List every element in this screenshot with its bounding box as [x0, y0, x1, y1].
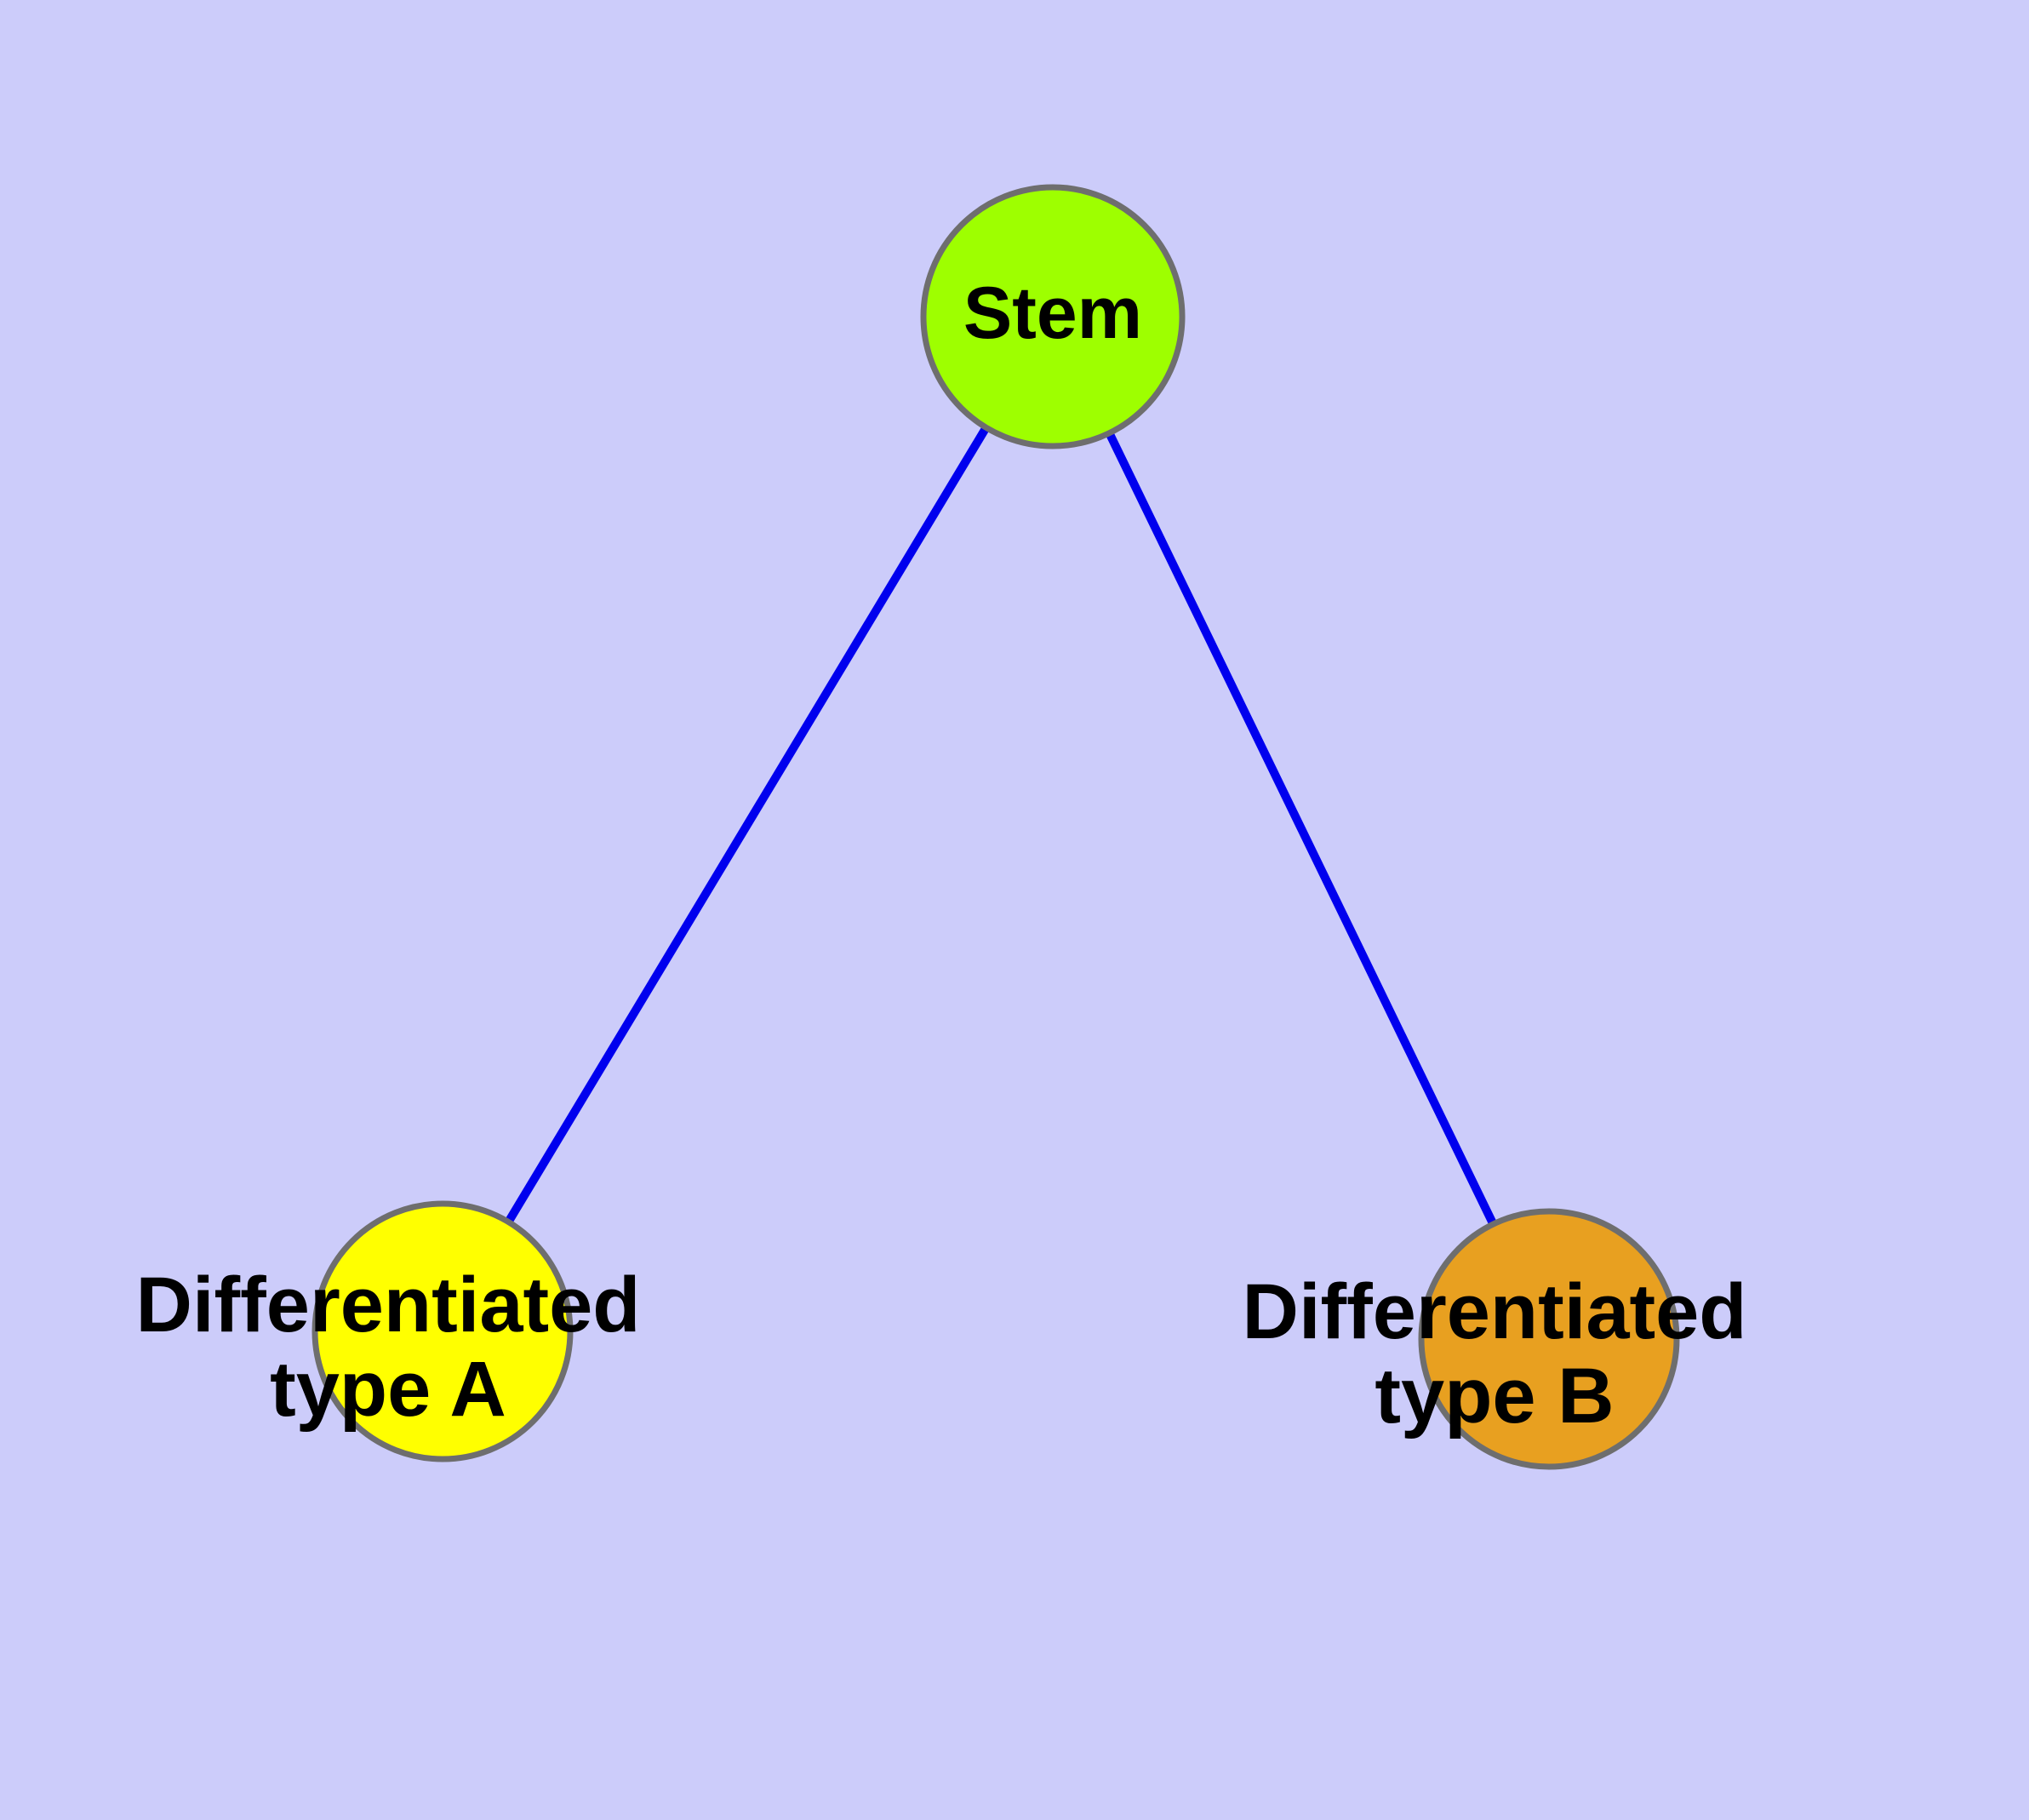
- node-diff-b[interactable]: [1418, 1208, 1680, 1470]
- edge-stem-to-diff-a[interactable]: [438, 312, 1057, 1336]
- edge-layer: [438, 312, 1553, 1343]
- node-diff-a[interactable]: [311, 1200, 574, 1462]
- edge-stem-to-diff-b[interactable]: [1049, 312, 1553, 1343]
- node-stem[interactable]: [920, 184, 1186, 449]
- node-layer: [311, 184, 1680, 1470]
